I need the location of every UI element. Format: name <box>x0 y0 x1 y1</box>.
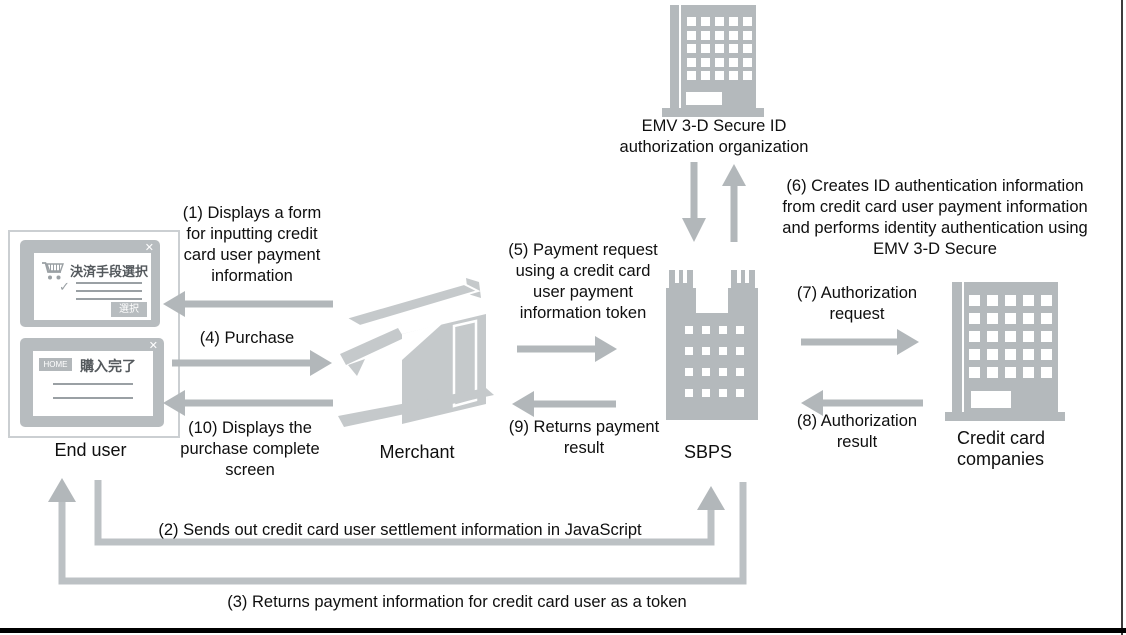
end-user-label: End user <box>54 440 127 460</box>
close-icon: ✕ <box>144 242 154 254</box>
checkmark-icon: ✓ <box>59 279 70 294</box>
flow-4-label: (4) Purchase <box>199 329 295 347</box>
screen-title: 購入完了 <box>80 358 136 374</box>
close-icon: ✕ <box>148 340 158 352</box>
select-button: 選択 <box>111 302 147 317</box>
flow-9-arrow-left <box>512 391 616 417</box>
placeholder-line <box>76 290 142 292</box>
sbps-label: SBPS <box>683 442 733 462</box>
placeholder-line <box>76 282 142 284</box>
purchase-complete-content: HOME 購入完了 <box>33 351 153 416</box>
payment-select-screen: ✕ 決済手段選択 ✓ 選択 <box>20 240 160 327</box>
payment-select-content: 決済手段選択 ✓ 選択 <box>34 253 151 320</box>
flow-3-elbow-arrow <box>48 478 747 585</box>
flow-3-label: (3) Returns payment information for cred… <box>227 593 687 611</box>
flow-7-arrow-right <box>801 329 919 355</box>
end-user-panel: ✕ 決済手段選択 ✓ 選択 ✕ HOME 購入完了 <box>8 230 180 438</box>
home-badge: HOME <box>39 358 72 371</box>
flow-5-arrow-right <box>517 336 617 362</box>
page-bottom-border <box>0 628 1126 633</box>
office-building-icon <box>662 5 764 118</box>
screen-title: 決済手段選択 <box>70 264 149 279</box>
flow-5-label: (5) Payment request using a credit card … <box>508 241 658 322</box>
flow-2-label: (2) Sends out credit card user settlemen… <box>158 521 642 539</box>
sbps-building-icon <box>664 270 760 420</box>
purchase-complete-screen: ✕ HOME 購入完了 <box>20 338 164 427</box>
storefront-icon <box>338 278 494 427</box>
merchant-label: Merchant <box>379 442 455 462</box>
flow-8-label: (8) Authorization result <box>796 412 918 451</box>
flow-8-arrow-left <box>801 390 923 416</box>
flow-2-elbow-arrow <box>94 480 725 546</box>
flow-7-label: (7) Authorization request <box>796 284 918 323</box>
flow-10-label: (10) Displays the purchase complete scre… <box>180 419 320 479</box>
emv-org-label: EMV 3-D Secure ID authorization organiza… <box>619 117 809 156</box>
shopping-cart-icon <box>42 262 64 280</box>
placeholder-line <box>76 298 142 300</box>
flow-6-label: (6) Creates ID authentication informatio… <box>782 177 1088 258</box>
down-arrow <box>682 162 706 242</box>
flow-4-arrow-right <box>172 350 332 376</box>
placeholder-line <box>53 383 133 385</box>
flow-9-label: (9) Returns payment result <box>508 418 660 457</box>
up-arrow <box>722 164 746 242</box>
flow-1-label: (1) Displays a form for inputting credit… <box>182 204 322 285</box>
placeholder-line <box>53 397 133 399</box>
flow-1-arrow-left <box>163 291 333 317</box>
credit-card-building-icon <box>945 282 1065 422</box>
flow-10-arrow-left <box>163 390 333 416</box>
credit-card-label: Credit card companies <box>957 428 1046 469</box>
page-right-border <box>1121 0 1123 635</box>
